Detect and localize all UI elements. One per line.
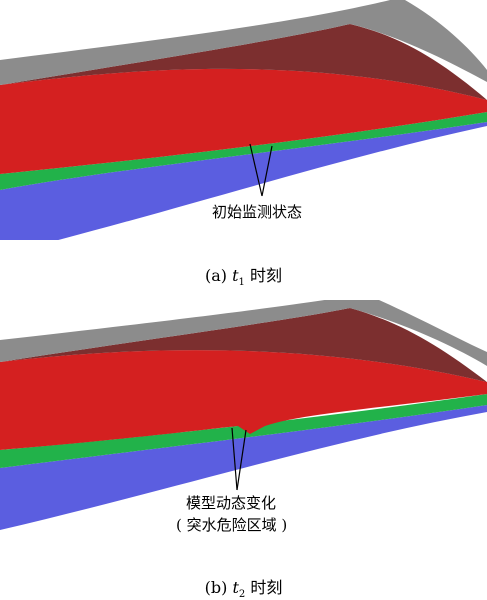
caption-a-suffix: 时刻 [244,266,282,285]
callout-line-b1 [231,427,238,491]
layer-surfaces-a [0,0,487,240]
caption-a-prefix: (a) [204,266,233,285]
annotation-water-inrush-zone: ( 突水危险区域 ) [176,516,288,534]
caption-a-var: t [232,266,239,285]
red-layer-b [0,350,487,450]
annotation-initial-monitoring: 初始监测状态 [212,203,303,221]
callout-line-a1 [249,143,263,197]
gray-layer-a [0,0,487,85]
caption-a-sub: 1 [238,277,245,289]
dark-red-top-b [0,308,487,382]
caption-b: (b) t2 时刻 [0,574,487,600]
panel-a-initial-state: 初始监测状态 [0,0,487,240]
gray-layer-b [0,300,487,366]
caption-b-suffix: 时刻 [245,578,283,597]
green-layer-b [0,394,487,468]
callout-line-a2 [261,145,273,197]
caption-b-sub: 2 [238,589,246,600]
panel-b-dynamic-change: 模型动态变化 ( 突水危险区域 ) [0,300,487,570]
dark-red-top-a [0,24,487,100]
caption-b-var: t [232,578,239,597]
red-layer-a [0,68,487,174]
caption-b-prefix: (b) [204,578,233,597]
annotation-dynamic-change: 模型动态变化 [186,494,277,512]
caption-a: (a) t1 时刻 [0,262,487,288]
callout-line-b2 [236,429,247,491]
blue-layer-a [0,122,487,240]
green-layer-a [0,112,487,190]
blue-layer-b [0,405,487,530]
layer-surfaces-b [0,300,487,530]
